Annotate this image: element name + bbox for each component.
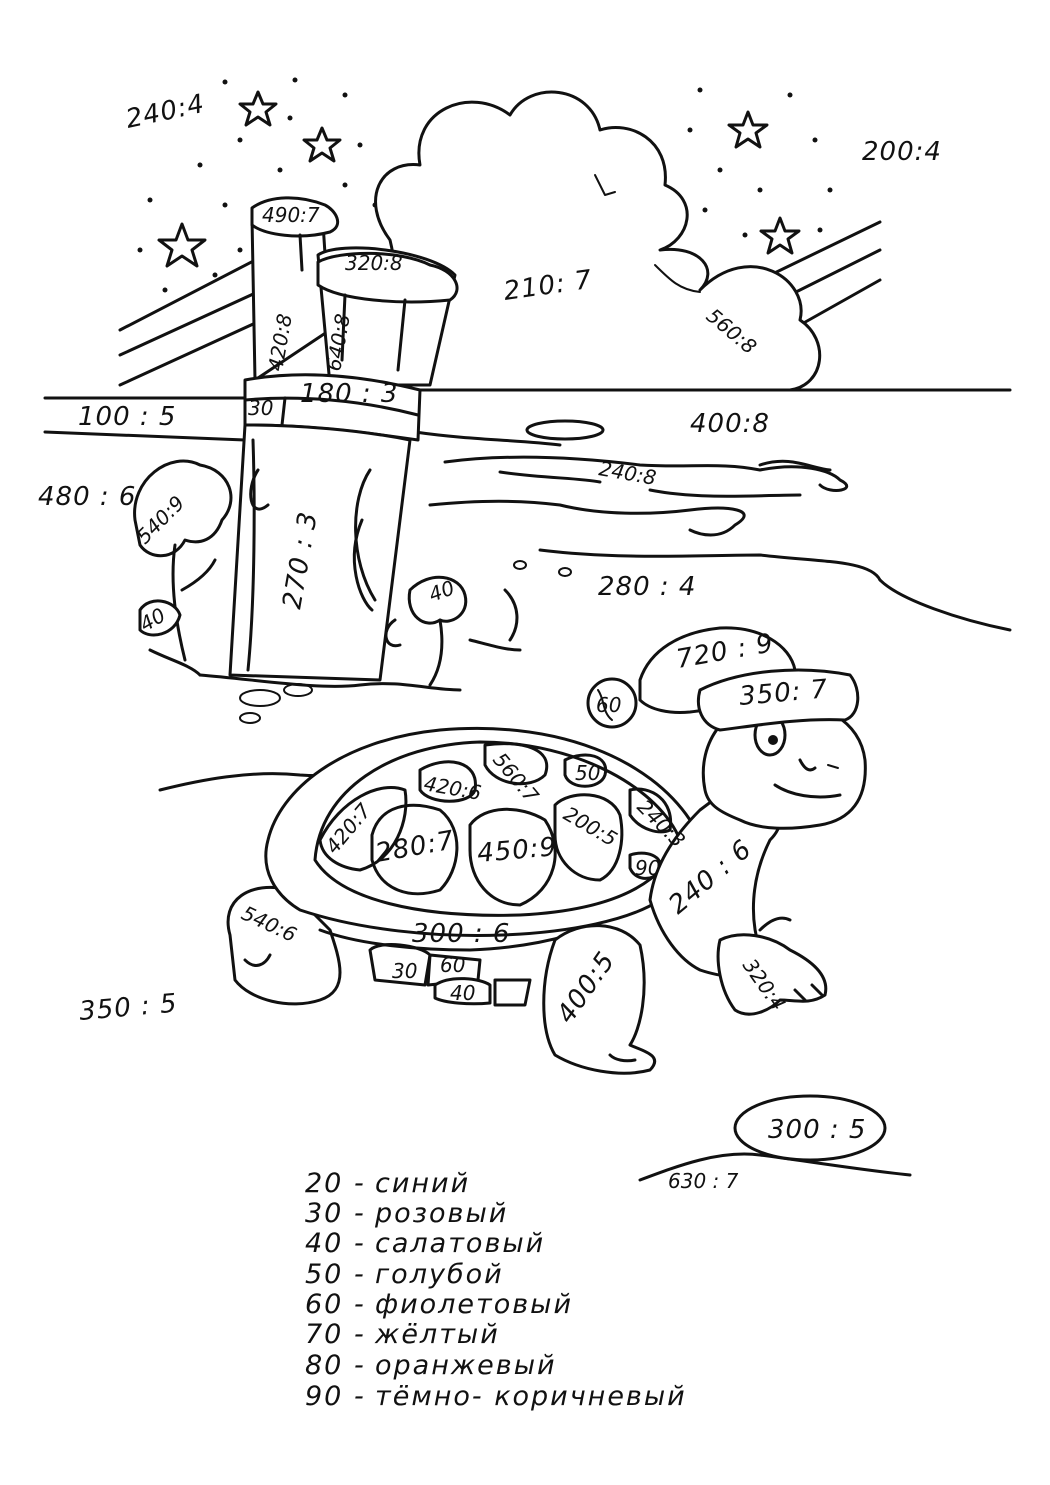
label-shore-left: 100 : 5 — [78, 402, 176, 432]
label-shell-9: 90 — [635, 856, 660, 880]
label-lighthouse-top: 490:7 — [262, 203, 320, 227]
cloud — [374, 90, 822, 392]
legend-color: фиолетовый — [375, 1289, 573, 1320]
label-shell-3: 50 — [575, 761, 600, 785]
label-stone: 300 : 5 — [768, 1115, 866, 1145]
stone: 300 : 5 630 : 7 — [638, 1094, 912, 1193]
legend-color: оранжевый — [375, 1350, 557, 1381]
label-belly-1: 30 — [392, 959, 417, 983]
legend-num: 30 - — [305, 1198, 366, 1229]
turtle — [158, 626, 867, 1075]
lighthouse — [198, 196, 462, 724]
legend-color: розовый — [374, 1198, 508, 1229]
legend-color: тёмно- коричневый — [375, 1381, 687, 1412]
bushes — [133, 459, 522, 687]
legend-num: 70 - — [305, 1319, 366, 1350]
label-lighthouse-band-small: 30 — [248, 396, 273, 420]
legend-num: 20 - — [305, 1168, 366, 1199]
label-lighthouse-cap: 320:8 — [345, 251, 403, 275]
legend-num: 60 - — [305, 1289, 366, 1320]
legend-color: жёлтый — [374, 1319, 500, 1350]
label-hat-pompom: 60 — [596, 693, 621, 717]
star-icon — [727, 110, 769, 149]
sky — [118, 77, 882, 392]
legend-num: 50 - — [305, 1259, 366, 1290]
sea — [43, 388, 1012, 632]
legend-color: голубой — [375, 1259, 504, 1290]
label-stone-ground: 630 : 7 — [668, 1169, 739, 1193]
legend-color: синий — [375, 1168, 470, 1199]
color-legend: 20 - синий 30 - розовый 40 - салатовый 5… — [305, 1168, 687, 1412]
label-sand: 280 : 4 — [598, 572, 696, 602]
legend-num: 80 - — [305, 1350, 366, 1381]
label-bush-left-outer: 480 : 6 — [38, 482, 136, 512]
star-icon — [157, 222, 207, 268]
star-icon — [238, 90, 278, 127]
sky-dots — [137, 77, 833, 293]
star-icon — [759, 216, 801, 255]
label-belly-2: 60 — [440, 953, 465, 977]
label-sky-b: 200:4 — [862, 137, 942, 167]
label-sky-a: 240:4 — [123, 89, 207, 135]
legend-num: 90 - — [305, 1381, 366, 1412]
label-water: 240:8 — [597, 456, 658, 490]
label-shell-rim: 300 : 6 — [412, 919, 510, 949]
label-shore-right: 400:8 — [690, 409, 770, 439]
label-lighthouse-band: 180 : 3 — [300, 379, 398, 409]
legend-color: салатовый — [375, 1228, 545, 1259]
label-shell-6: 450:9 — [476, 832, 558, 869]
star-icon — [302, 126, 342, 163]
label-ground-left: 350 : 5 — [78, 989, 179, 1027]
legend-num: 40 - — [305, 1228, 366, 1259]
label-belly-3: 40 — [450, 981, 475, 1005]
